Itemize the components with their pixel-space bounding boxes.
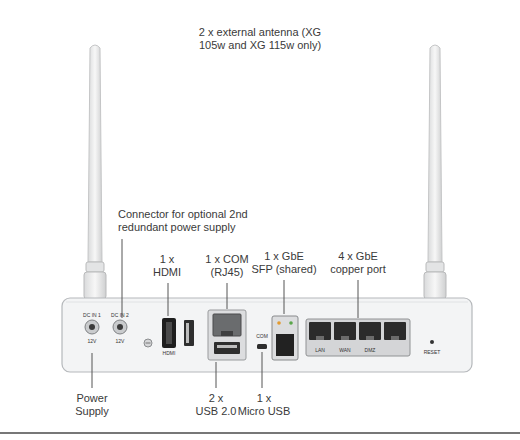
usb-port <box>184 320 194 346</box>
rj45-clip <box>341 336 349 340</box>
port-marking: HDMI <box>159 350 179 356</box>
hdmi-contacts <box>166 322 172 344</box>
callout-label: 4 x GbE copper port <box>325 250 391 276</box>
callout-label: 2 x external antenna (XG 105w and XG 115… <box>173 26 348 52</box>
rj45-port <box>334 322 356 340</box>
callout-label: Power Supply <box>70 392 114 418</box>
callout-label: 1 x HDMI <box>150 253 184 279</box>
dc-jack <box>113 320 127 334</box>
dc-jack <box>85 320 99 334</box>
port-marking: 12V <box>84 338 100 344</box>
usb-port <box>214 342 240 354</box>
ground-screw <box>144 339 152 347</box>
dc-jack-pin <box>89 324 95 330</box>
rj45-clip <box>366 336 374 340</box>
dc-jack-pin <box>117 324 123 330</box>
sfp-cage <box>272 316 298 360</box>
rj45-port <box>309 322 331 340</box>
port-marking: RESET <box>421 349 443 355</box>
rj45-clip <box>221 331 233 336</box>
antenna-joint <box>86 262 104 272</box>
rule-line <box>0 432 520 434</box>
port-marking: DMZ <box>361 347 379 353</box>
port-marking: DC IN 2 <box>108 312 132 318</box>
status-led <box>277 321 281 325</box>
reset-hole <box>430 340 434 344</box>
callout-label: 2 x USB 2.0 <box>192 392 240 418</box>
port-marking: DC IN 1 <box>80 312 104 318</box>
antenna-base <box>84 272 106 299</box>
rj45-clip <box>391 336 399 340</box>
antenna-rod <box>88 45 102 262</box>
leader-line <box>227 283 228 309</box>
callout-label: Connector for optional 2nd redundant pow… <box>118 208 268 234</box>
hdmi-port <box>162 318 176 348</box>
leader-line <box>168 283 169 316</box>
housing-edge <box>66 302 468 303</box>
callout-label: 1 x GbE SFP (shared) <box>248 250 320 276</box>
rj45-clip <box>316 336 324 340</box>
ethernet-block <box>306 319 410 356</box>
leader-line <box>262 352 263 388</box>
leader-line <box>122 239 123 318</box>
port-marking: 12V <box>112 338 128 344</box>
screw-slot <box>146 343 151 344</box>
leader-line <box>358 280 359 318</box>
port-marking: COM <box>254 333 270 339</box>
antenna-joint <box>426 262 444 272</box>
rj45-com-port <box>213 314 241 336</box>
port-frame <box>208 310 246 360</box>
device-housing <box>62 298 472 372</box>
antenna <box>84 45 106 299</box>
port-marking: LAN <box>311 347 329 353</box>
leader-lines <box>92 239 358 388</box>
antenna <box>424 45 446 299</box>
callout-label: 1 x Micro USB <box>237 392 291 418</box>
rj45-port <box>384 322 406 340</box>
usb-tongue <box>217 345 237 348</box>
leader-line <box>216 362 217 388</box>
usb-tongue <box>186 323 189 343</box>
leader-line <box>92 353 93 388</box>
rj45-port <box>359 322 381 340</box>
callout-label: 1 x COM (RJ45) <box>201 253 253 279</box>
micro-usb-port <box>257 344 267 349</box>
sfp-slot <box>276 334 294 356</box>
status-led <box>289 321 293 325</box>
antenna-base <box>424 272 446 299</box>
port-marking: WAN <box>336 347 354 353</box>
antenna-rod <box>428 45 442 262</box>
rj45-ports <box>309 322 406 340</box>
leader-line <box>284 280 285 314</box>
